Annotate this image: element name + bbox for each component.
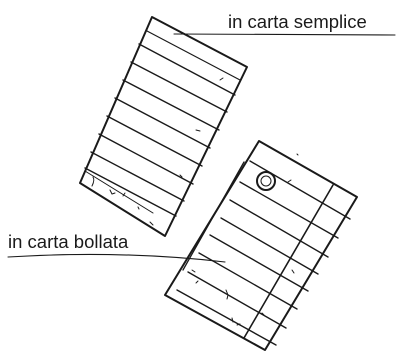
ruled-rows: [84, 43, 236, 217]
leader-line-top: [173, 33, 396, 36]
sheet-edge: [84, 170, 154, 214]
sheet-outline: [164, 140, 358, 351]
label-carta-semplice: in carta semplice: [228, 11, 367, 32]
plain-paper-sheet: [79, 16, 248, 237]
ruled-rows: [176, 160, 351, 346]
leader-line-left: [7, 253, 226, 263]
column-divider: [182, 161, 245, 271]
sheet-outline: [79, 16, 248, 237]
scribble-marks: [191, 153, 299, 326]
label-carta-bollata: in carta bollata: [8, 231, 129, 252]
sheet-edge: [146, 30, 241, 81]
revenue-stamp-icon: [256, 171, 276, 191]
revenue-stamp-inner: [260, 175, 272, 187]
stamped-paper-sheet: [164, 140, 358, 351]
scribble-marks: [91, 77, 224, 226]
